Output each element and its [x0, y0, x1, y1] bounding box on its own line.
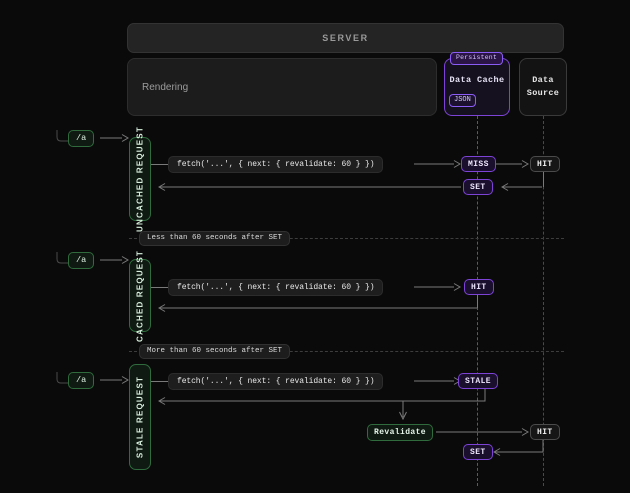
revalidate-to-source-arrow — [436, 428, 529, 436]
set-return-arrow-1 — [158, 183, 461, 191]
lane-stale-request: STALE REQUEST — [129, 364, 151, 470]
chip-cache-hit-2: HIT — [464, 279, 494, 295]
fetch-connector-3 — [151, 381, 170, 382]
route-badge-stale[interactable]: /a — [68, 372, 95, 389]
route-hook-3 — [56, 372, 69, 384]
data-cache-box: Data Cache — [444, 58, 510, 116]
code-pill-cached: fetch('...', { next: { revalidate: 60 } … — [168, 279, 384, 296]
code-pill-stale: fetch('...', { next: { revalidate: 60 } … — [168, 373, 384, 390]
chip-set-1: SET — [463, 179, 493, 195]
data-source-box: Data Source — [519, 58, 567, 116]
source-hit-down-1 — [543, 172, 544, 187]
chip-source-hit-1: HIT — [530, 156, 560, 172]
miss-to-source-arrow — [496, 160, 529, 168]
route-arrow-2 — [100, 256, 129, 264]
fetch-connector-1 — [151, 164, 170, 165]
divider-label-1: Less than 60 seconds after SET — [139, 231, 291, 246]
data-source-line1: Data — [532, 75, 554, 85]
route-hook-2 — [56, 252, 69, 264]
source-to-set-arrow-3 — [493, 440, 544, 456]
chip-revalidate: Revalidate — [367, 424, 434, 441]
source-to-set-arrow — [501, 183, 542, 191]
route-badge-cached[interactable]: /a — [68, 252, 95, 269]
fetch-arrow-2 — [414, 283, 461, 291]
chip-source-hit-3: HIT — [530, 424, 560, 440]
fetch-arrow-3 — [414, 377, 461, 385]
divider-label-2: More than 60 seconds after SET — [139, 344, 291, 359]
cache-hit-down-2 — [477, 295, 478, 308]
lane-uncached-request: UNCACHED REQUEST — [129, 126, 151, 232]
json-badge: JSON — [449, 94, 476, 107]
rendering-label: Rendering — [142, 81, 189, 93]
route-badge-uncached[interactable]: /a — [68, 130, 95, 147]
route-arrow-3 — [100, 376, 129, 384]
lane-stale-request-label: STALE REQUEST — [135, 375, 145, 459]
code-pill-uncached: fetch('...', { next: { revalidate: 60 } … — [168, 156, 384, 173]
revalidate-down-arrow — [399, 401, 407, 421]
data-cache-title: Data Cache — [449, 75, 505, 85]
chip-set-3: SET — [463, 444, 493, 460]
chip-stale: STALE — [458, 373, 499, 389]
divider-line-1 — [129, 238, 564, 239]
route-hook-1 — [56, 130, 69, 142]
fetch-connector-2 — [151, 287, 170, 288]
persistent-badge: Persistent — [450, 52, 504, 65]
stale-return-path — [158, 389, 486, 405]
fetch-arrow-1 — [414, 160, 461, 168]
chip-miss: MISS — [461, 156, 496, 172]
route-arrow-1 — [100, 134, 129, 142]
lane-cached-request: CACHED REQUEST — [129, 250, 151, 341]
cache-return-arrow-2 — [158, 304, 477, 312]
server-header-label: SERVER — [322, 33, 369, 43]
server-header: SERVER — [127, 23, 564, 53]
lane-cached-request-label: CACHED REQUEST — [135, 249, 145, 342]
data-source-line2: Source — [526, 88, 560, 98]
data-source-lifeline — [543, 116, 544, 486]
rendering-box: Rendering — [127, 58, 437, 116]
divider-line-2 — [129, 351, 564, 352]
lane-uncached-request-label: UNCACHED REQUEST — [135, 126, 145, 232]
